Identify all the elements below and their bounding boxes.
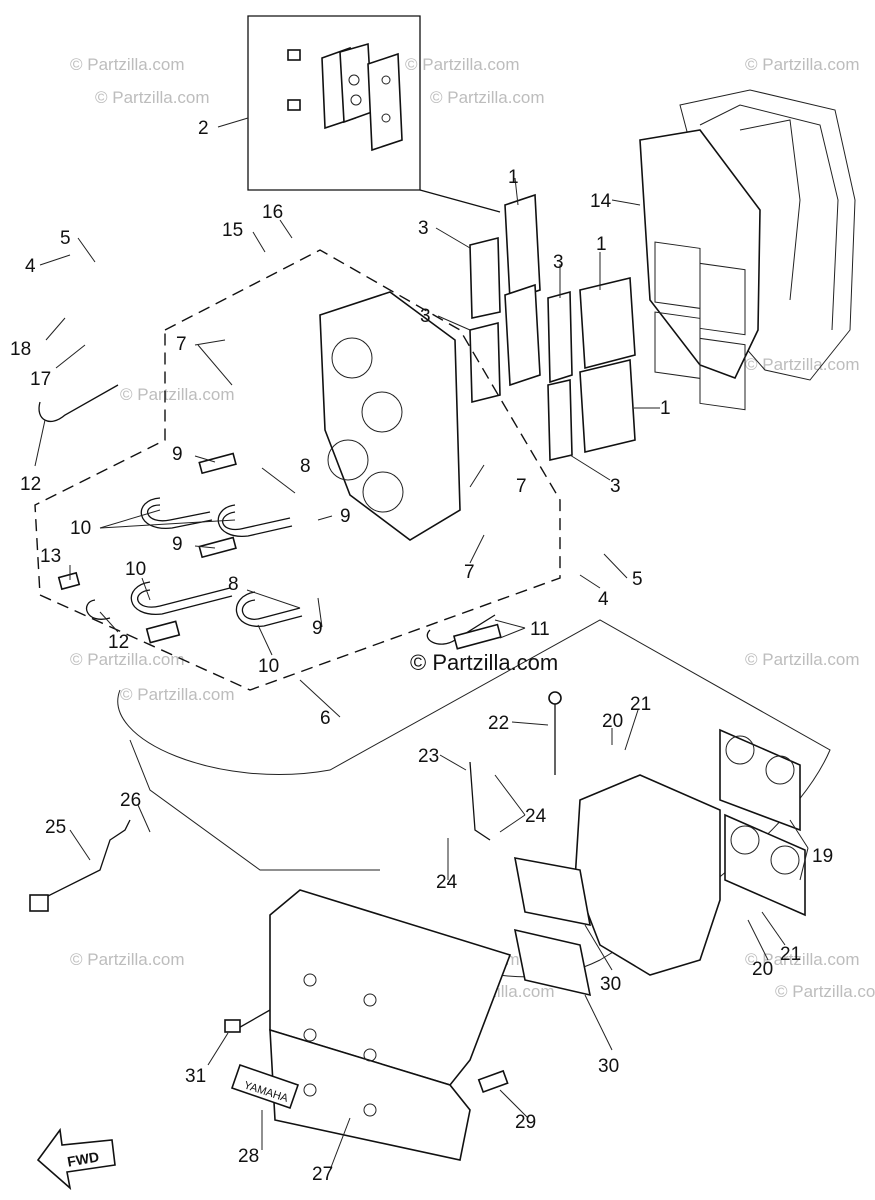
callout-label: 7 [516, 476, 527, 497]
leader-lines [34, 117, 809, 1171]
callout-label: 18 [10, 339, 31, 360]
callout-label: 4 [25, 256, 36, 277]
callout-label: 30 [600, 974, 621, 995]
callout-label: 4 [598, 589, 609, 610]
reed-gaskets [469, 236, 573, 461]
callout-label: 3 [610, 476, 621, 497]
callout-label: 9 [172, 444, 183, 465]
callout-label: 31 [185, 1066, 206, 1087]
callout-label: 14 [590, 191, 612, 212]
callout-label: 9 [312, 618, 323, 639]
callout-label: 13 [40, 546, 61, 567]
callout-label: 20 [752, 959, 773, 980]
callout-label: 23 [418, 746, 439, 767]
reed-valve-kit-inset [247, 15, 501, 213]
watermark: © Partzilla.com [775, 982, 875, 1001]
misc-parts [29, 691, 562, 1094]
watermark: © Partzilla.com [70, 950, 185, 969]
callout-label: 3 [420, 306, 431, 327]
callout-label: 29 [515, 1112, 536, 1133]
callout-label: 21 [780, 944, 801, 965]
watermark: © Partzilla.com [120, 685, 235, 704]
watermark: © Partzilla.com [430, 88, 545, 107]
callout-label: 1 [660, 398, 671, 419]
carburetor [513, 728, 806, 997]
watermark: © Partzilla.com [95, 88, 210, 107]
watermark: © Partzilla.com [745, 355, 860, 374]
watermark: © Partzilla.com [745, 950, 860, 969]
callout-label: 20 [602, 711, 623, 732]
callout-label: 3 [418, 218, 429, 239]
reed-valves [504, 193, 636, 454]
cylinder-gasket [639, 129, 761, 411]
callout-label: 11 [530, 619, 550, 640]
watermark: © Partzilla.com [405, 55, 520, 74]
callout-label: 19 [812, 846, 833, 867]
callout-label: 3 [553, 252, 564, 273]
intake-silencer-cover: YAMAHA [230, 889, 512, 1161]
callout-label: 24 [525, 806, 547, 827]
callout-label: 10 [125, 559, 146, 580]
copyright-text: © Partzilla.com [410, 650, 558, 675]
callout-label: 27 [312, 1164, 333, 1185]
callout-label: 5 [60, 228, 71, 249]
callout-label: 17 [30, 369, 51, 390]
callout-label: 6 [320, 708, 331, 729]
callout-label: 22 [488, 713, 509, 734]
callout-label: 8 [300, 456, 311, 477]
intake-manifold-assembly [34, 249, 561, 691]
watermark: © Partzilla.com [70, 55, 185, 74]
callout-label: 28 [238, 1146, 259, 1167]
callout-label: 12 [20, 474, 41, 495]
callouts: 1 1 1 2 3 3 3 3 4 4 5 5 6 7 7 7 8 8 9 9 … [10, 118, 833, 1185]
callout-label: 8 [228, 574, 239, 595]
watermark: © Partzilla.com [745, 55, 860, 74]
callout-label: 7 [176, 334, 187, 355]
callout-label: 1 [508, 167, 519, 188]
fwd-arrow: FWD [36, 1127, 116, 1191]
hoses-and-fittings [38, 384, 502, 650]
callout-label: 5 [632, 569, 643, 590]
callout-label: 12 [108, 632, 129, 653]
callout-label: 26 [120, 790, 141, 811]
callout-label: 9 [172, 534, 183, 555]
watermark: © Partzilla.com [70, 650, 185, 669]
callout-label: 30 [598, 1056, 619, 1077]
callout-label: 24 [436, 872, 458, 893]
watermark: © Partzilla.com [745, 650, 860, 669]
callout-label: 15 [222, 220, 243, 241]
callout-label: 21 [630, 694, 651, 715]
watermark: © Partzilla.com [120, 385, 235, 404]
callout-label: 1 [596, 234, 607, 255]
callout-label: 16 [262, 202, 283, 223]
callout-label: 10 [258, 656, 279, 677]
fwd-label: FWD [66, 1148, 100, 1169]
callout-label: 7 [464, 562, 475, 583]
callout-label: 25 [45, 817, 66, 838]
callout-label: 9 [340, 506, 351, 527]
callout-label: 2 [198, 118, 209, 139]
callout-label: 10 [70, 518, 91, 539]
